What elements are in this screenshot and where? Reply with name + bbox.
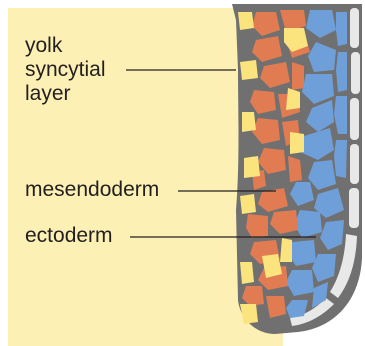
ysl-label-line-1: yolk (25, 34, 106, 58)
mesendoderm-label: mesendoderm (25, 178, 159, 202)
ysl-label-line-3: layer (25, 82, 106, 106)
ectoderm-label: ectoderm (25, 224, 113, 248)
ysl-label-line-2: syncytial (25, 58, 106, 82)
ysl-label: yolk syncytial layer (25, 34, 106, 106)
